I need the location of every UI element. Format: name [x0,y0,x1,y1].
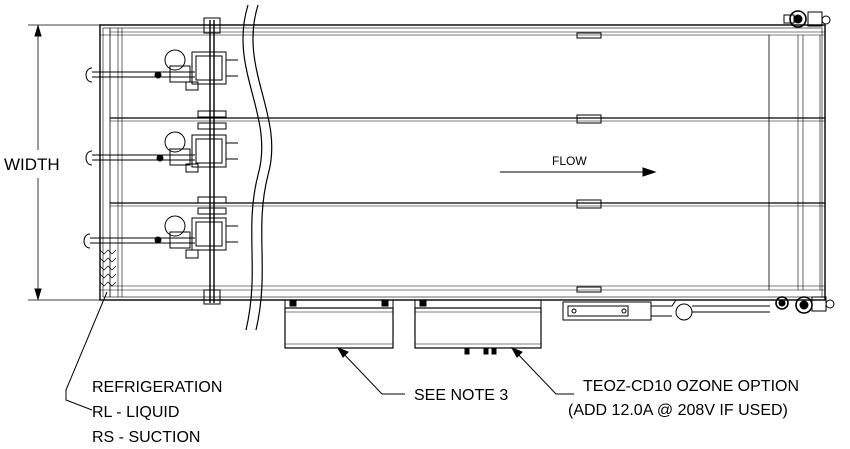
control-box-2-ozone [414,299,542,355]
valve-assembly-lane-3 [83,215,238,251]
ozone-leader [510,347,574,395]
refrigeration-line-stubs [99,249,117,287]
flow-label: FLOW [552,154,587,168]
width-label: WIDTH [4,155,60,174]
left-shaft-assembly [185,17,227,305]
see-note-leader [336,347,405,395]
refrigeration-leader [65,291,108,411]
flow-arrow [500,167,657,177]
valve-assembly-lane-1 [85,49,238,85]
rl-liquid-label: RL - LIQUID [92,404,179,421]
conveyor-frame [99,24,826,301]
junction-box [562,299,770,321]
width-dimension [28,24,100,301]
rs-suction-label: RS - SUCTION [92,429,200,446]
refrigeration-label: REFRIGERATION [92,379,222,396]
break-line [242,4,273,331]
top-right-motor [783,10,831,28]
valve-assembly-lane-2 [85,131,238,168]
ozone-power-label: (ADD 12.0A @ 208V IF USED) [568,402,788,419]
ozone-option-label: TEOZ-CD10 OZONE OPTION [583,378,799,395]
bottom-right-motor [775,296,835,314]
see-note-label: SEE NOTE 3 [414,387,508,404]
control-box-1 [284,299,394,349]
